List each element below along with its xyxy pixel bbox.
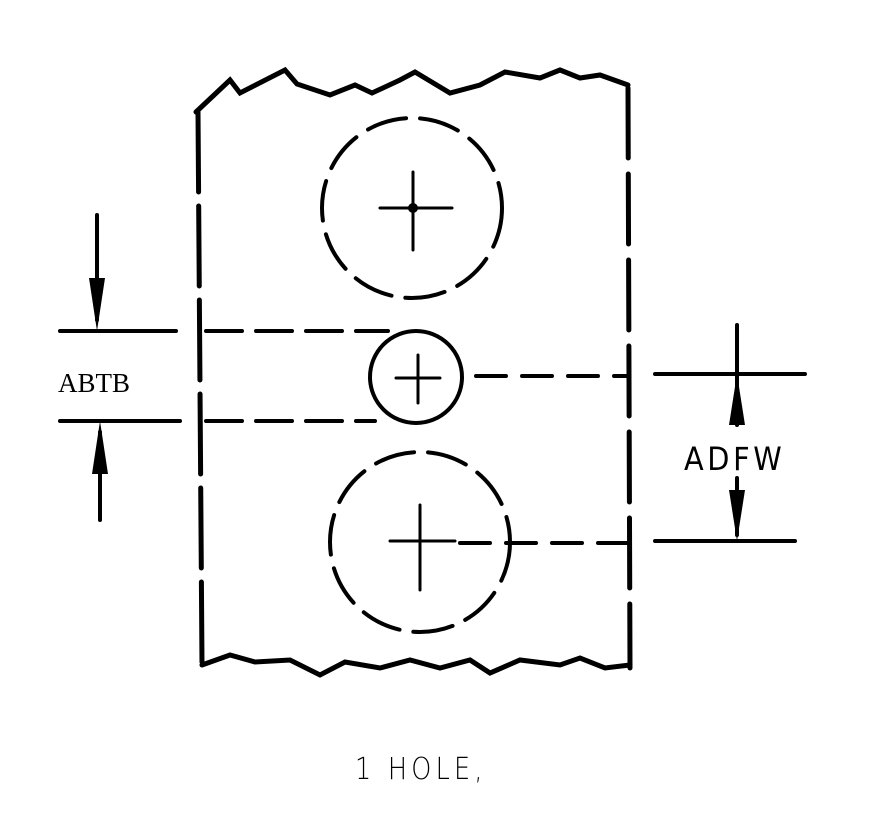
abtb-top-arrowhead bbox=[89, 278, 105, 331]
adfw-extension-lines bbox=[653, 372, 807, 543]
adfw-top-arrowhead bbox=[729, 374, 745, 425]
adfw-dashed-projection bbox=[458, 374, 630, 545]
plate-left-edge bbox=[195, 109, 205, 668]
hole-center-mark-icon bbox=[394, 353, 442, 405]
top-adjacent-hole-circle bbox=[320, 116, 504, 300]
hole-circle bbox=[368, 329, 464, 425]
plate-top-break-edge bbox=[193, 66, 631, 115]
abtb-bottom-arrowhead bbox=[92, 421, 108, 474]
bottom-center-mark-icon bbox=[388, 503, 457, 592]
plate-bottom-break-edge bbox=[199, 652, 633, 678]
abtb-dashed-projection bbox=[204, 329, 390, 423]
abtb-extension-lines bbox=[58, 329, 182, 423]
adfw-dimension-label: ADFW bbox=[684, 440, 786, 478]
top-center-dot bbox=[408, 203, 418, 213]
plate-right-edge bbox=[625, 85, 633, 671]
adfw-bottom-arrowhead bbox=[729, 490, 745, 541]
drawing-caption: 1 HOLE, bbox=[355, 752, 487, 787]
abtb-dimension-label: ABTB bbox=[58, 368, 131, 398]
